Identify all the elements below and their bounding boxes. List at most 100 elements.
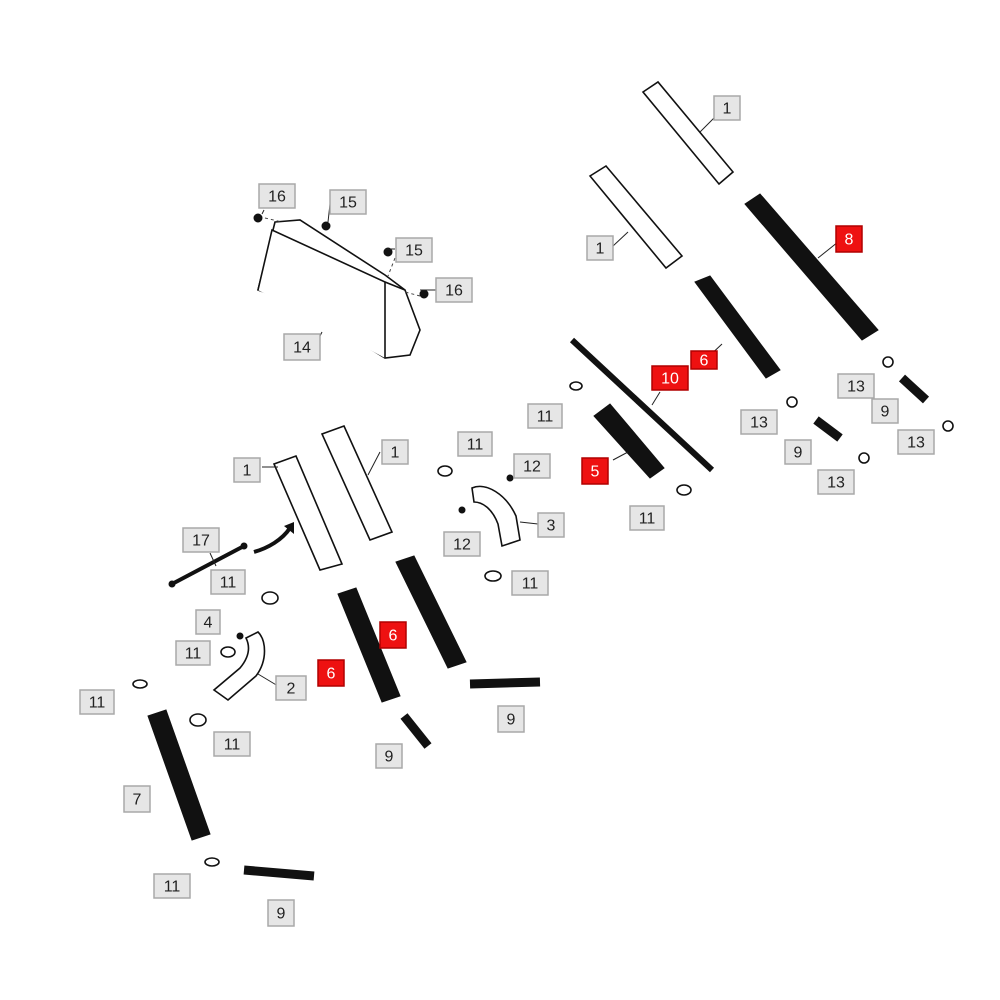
callout-9: 9 [871, 398, 899, 424]
pin-9-mid-right [813, 416, 843, 442]
callout-label: 10 [661, 371, 679, 388]
callout-1: 1 [713, 95, 741, 121]
callout-2: 2 [275, 675, 307, 701]
callout-12: 12 [513, 453, 551, 479]
callout-box [443, 531, 481, 557]
clamp-11-e [261, 591, 279, 605]
spring-6-upper [694, 275, 781, 379]
ring-13-a [882, 356, 894, 368]
pin-9-diag-low [400, 713, 432, 749]
callout-box [182, 527, 220, 553]
callout-box [258, 183, 296, 209]
clamp-11-d [484, 570, 502, 582]
callout-12: 12 [443, 531, 481, 557]
callout-box [195, 609, 221, 635]
callout-label: 11 [467, 437, 484, 454]
callout-label: 13 [907, 435, 925, 452]
clamp-11-b [437, 465, 453, 477]
callout-16: 16 [258, 183, 296, 209]
pin-9-top-right [898, 374, 930, 404]
callout-9: 9 [267, 899, 295, 927]
callout-4: 4 [195, 609, 221, 635]
callout-11: 11 [210, 569, 246, 595]
callout-label: 4 [204, 615, 213, 632]
screw-15a [321, 221, 331, 231]
hose-2 [212, 631, 266, 702]
callout-box [317, 659, 345, 687]
callout-10: 10 [651, 365, 689, 391]
clamp-11-f [220, 646, 236, 658]
callout-box [629, 505, 665, 531]
ring-13-c [942, 420, 954, 432]
callout-box [375, 743, 403, 769]
callout-13: 13 [817, 469, 855, 495]
callout-label: 11 [220, 575, 237, 592]
callout-15: 15 [329, 189, 367, 215]
callout-label: 11 [185, 646, 202, 663]
callout-11: 11 [153, 873, 191, 899]
callout-label: 2 [287, 681, 296, 698]
callout-13: 13 [897, 429, 935, 455]
callout-label: 11 [537, 409, 554, 426]
callout-box [651, 365, 689, 391]
fitting-12-a [506, 474, 514, 482]
pin-9-horizontal-bottom [243, 865, 315, 881]
callout-label: 14 [293, 340, 311, 357]
callout-label: 8 [845, 232, 854, 249]
callout-label: 11 [224, 737, 241, 754]
callout-box [329, 189, 367, 215]
callout-11: 11 [213, 731, 251, 757]
callout-label: 17 [192, 533, 210, 550]
callout-label: 9 [277, 906, 286, 923]
callout-box [210, 569, 246, 595]
callout-5: 5 [581, 457, 609, 485]
callout-14: 14 [283, 333, 321, 361]
callout-label: 1 [723, 101, 732, 118]
callout-box [283, 333, 321, 361]
spring-6-left [337, 587, 401, 703]
callout-box [435, 277, 473, 303]
callout-box [123, 785, 151, 813]
callout-13: 13 [740, 409, 778, 435]
callout-11: 11 [511, 570, 549, 596]
callout-label: 1 [243, 463, 252, 480]
callouts: 1111234566678999991011111111111111111112… [79, 95, 935, 927]
callout-label: 9 [794, 445, 803, 462]
callout-label: 11 [89, 695, 106, 712]
callout-label: 15 [405, 243, 423, 260]
callout-box [153, 873, 191, 899]
foam-sleeve-left [272, 454, 344, 571]
callout-label: 7 [133, 792, 142, 809]
callout-box [381, 439, 409, 465]
callout-6: 6 [317, 659, 345, 687]
callout-box [713, 95, 741, 121]
callout-label: 13 [847, 379, 865, 396]
screw-15b [383, 247, 393, 257]
callout-11: 11 [457, 431, 493, 457]
callout-box [457, 431, 493, 457]
callout-7: 7 [123, 785, 151, 813]
callout-label: 12 [523, 459, 541, 476]
strap-17 [168, 542, 248, 588]
fitting-4 [236, 632, 244, 640]
spring-6-right [395, 555, 467, 669]
direction-arrow [253, 522, 294, 554]
callout-box [897, 429, 935, 455]
ring-13-b [786, 396, 798, 408]
spring-7 [147, 709, 211, 841]
callout-box [267, 899, 295, 927]
callout-16: 16 [435, 277, 473, 303]
callout-9: 9 [784, 439, 812, 465]
callout-9: 9 [375, 743, 403, 769]
callout-box [537, 512, 565, 538]
callout-label: 13 [750, 415, 768, 432]
callout-6: 6 [379, 621, 407, 649]
clamp-11-a [569, 381, 583, 391]
callout-box [511, 570, 549, 596]
callout-11: 11 [527, 403, 563, 429]
callout-box [275, 675, 307, 701]
callout-11: 11 [79, 689, 115, 715]
callout-box [740, 409, 778, 435]
callout-1: 1 [381, 439, 409, 465]
callout-label: 6 [700, 353, 709, 370]
